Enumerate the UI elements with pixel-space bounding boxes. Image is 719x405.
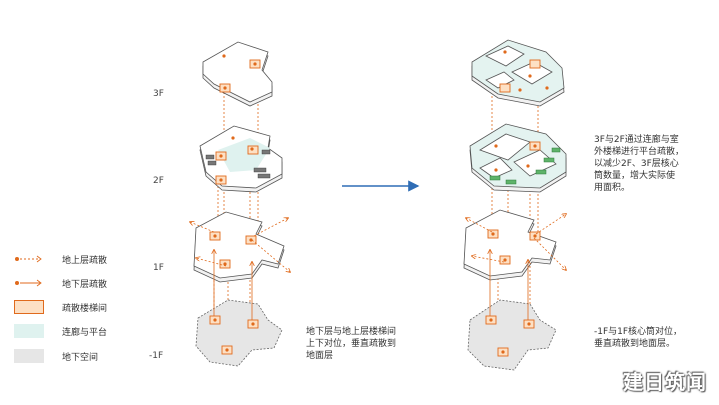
legend-item-platform: 连廊与平台 xyxy=(14,323,107,339)
legend-item-underground: 地下层疏散 xyxy=(14,275,107,291)
note-line: 3F与2F通过连廊与室 xyxy=(594,135,679,145)
floor-label-1f: 1F xyxy=(153,263,164,273)
floor-label-3f: 3F xyxy=(153,89,164,99)
left-1f-plate xyxy=(190,211,290,283)
underground-swatch xyxy=(14,349,44,363)
note-line: 筒数量，增大实际使 xyxy=(594,171,676,181)
stair-core-swatch xyxy=(14,300,44,314)
left-stack xyxy=(190,41,290,367)
floor-label-2f: 2F xyxy=(153,176,164,186)
note-line: 用面积。 xyxy=(594,183,631,193)
right-2f-green-stairs xyxy=(489,147,561,185)
note-line: 垂直疏散到地面层。 xyxy=(594,339,676,349)
note-line: 地面层 xyxy=(306,351,334,361)
legend-item-above-ground: 地上层疏散 xyxy=(14,251,107,267)
legend-label: 疏散楼梯间 xyxy=(62,303,108,314)
legend-label: 连廊与平台 xyxy=(62,327,108,338)
right-b1-plate xyxy=(467,250,557,371)
left-3f-plate xyxy=(202,41,273,107)
legend-label: 地下空间 xyxy=(62,352,99,363)
right-3f-plate xyxy=(471,39,565,107)
right-stack xyxy=(463,39,567,371)
left-2f-stairs xyxy=(205,149,271,179)
left-b1-plate xyxy=(195,250,283,367)
note-line: 地下层与地上层楼梯间 xyxy=(306,327,397,337)
note-line: 以减少2F、3F层核心 xyxy=(594,159,679,169)
note-line: 上下对位，垂直疏散到 xyxy=(306,339,397,349)
watermark: 建日筑闻 xyxy=(623,370,707,394)
left-2f-plate xyxy=(199,125,283,193)
right-1f-plate xyxy=(463,209,566,281)
dashed-arrow-icon xyxy=(14,252,44,266)
platform-swatch xyxy=(14,324,44,338)
note-right-top: 3F与2F通过连廊与室 外楼梯进行平台疏散， 以减少2F、3F层核心 筒数量，增… xyxy=(594,134,684,194)
floor-label-b1: -1F xyxy=(149,351,164,361)
right-2f-plate xyxy=(469,123,567,193)
legend-item-stair-core: 疏散楼梯间 xyxy=(14,299,107,315)
note-line: -1F与1F核心筒对位， xyxy=(594,327,683,337)
note-right-bottom: -1F与1F核心筒对位， 垂直疏散到地面层。 xyxy=(594,326,682,350)
note-left-bottom: 地下层与地上层楼梯间 上下对位，垂直疏散到 地面层 xyxy=(306,326,396,362)
legend-item-underground-space: 地下空间 xyxy=(14,348,98,364)
solid-arrow-icon xyxy=(14,276,44,290)
legend-label: 地下层疏散 xyxy=(62,279,108,290)
legend-label: 地上层疏散 xyxy=(62,255,108,266)
note-line: 外楼梯进行平台疏散， xyxy=(594,147,685,157)
